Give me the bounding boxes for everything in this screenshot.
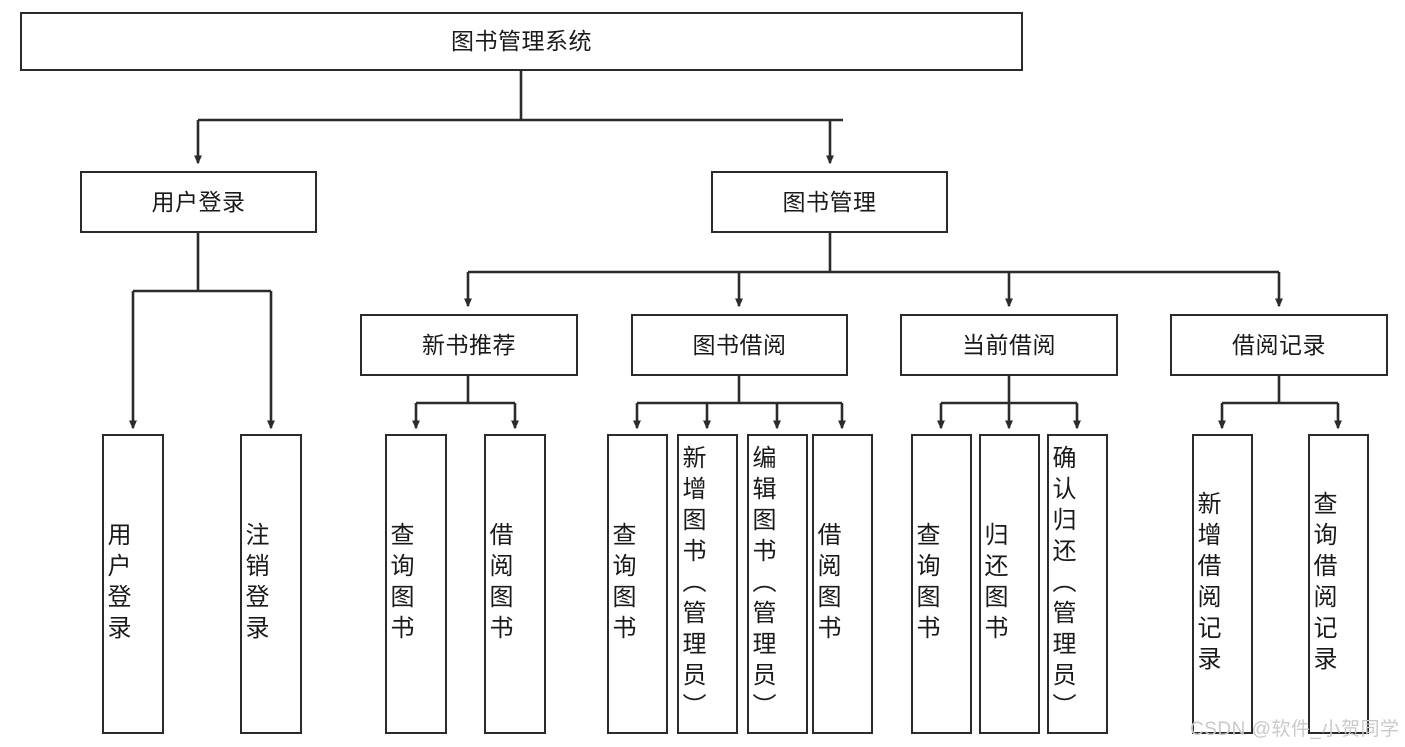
leaf-user-login-1-label: 用户登录 — [103, 522, 130, 646]
leaf-new-book-1-label: 查询图书 — [386, 522, 413, 646]
leaf-new-book-2[interactable]: 借阅图书 — [484, 434, 546, 734]
leaf-current-borrow-1-label: 查询图书 — [912, 522, 939, 646]
leaf-current-borrow-2-label: 归还图书 — [980, 522, 1007, 646]
leaf-borrow-record-1-label: 新增借阅记录 — [1193, 491, 1220, 677]
leaf-book-borrow-3-label: 编辑图书（管理员） — [748, 444, 775, 724]
node-current-borrow-label: 当前借阅 — [962, 331, 1056, 358]
node-root[interactable]: 图书管理系统 — [20, 12, 1023, 71]
node-new-book-recommend[interactable]: 新书推荐 — [360, 314, 578, 376]
leaf-user-login-1[interactable]: 用户登录 — [102, 434, 164, 734]
csdn-watermark-text: CSDN @软件_小贺同学 — [1190, 719, 1400, 740]
leaf-book-borrow-1-label: 查询图书 — [608, 522, 635, 646]
node-book-management-label: 图书管理 — [782, 188, 877, 215]
leaf-user-login-2-label: 注销登录 — [241, 522, 268, 646]
leaf-book-borrow-4-label: 借阅图书 — [813, 522, 840, 646]
leaf-current-borrow-3[interactable]: 确认归还（管理员） — [1047, 434, 1108, 734]
node-current-borrow[interactable]: 当前借阅 — [900, 314, 1118, 376]
node-book-borrow[interactable]: 图书借阅 — [631, 314, 848, 376]
leaf-borrow-record-2-label: 查询借阅记录 — [1309, 491, 1336, 677]
leaf-borrow-record-2[interactable]: 查询借阅记录 — [1308, 434, 1369, 734]
leaf-book-borrow-4[interactable]: 借阅图书 — [812, 434, 873, 734]
leaf-book-borrow-3[interactable]: 编辑图书（管理员） — [747, 434, 808, 734]
node-borrow-record-label: 借阅记录 — [1232, 331, 1326, 358]
leaf-new-book-1[interactable]: 查询图书 — [385, 434, 447, 734]
node-root-label: 图书管理系统 — [451, 28, 592, 55]
node-borrow-record[interactable]: 借阅记录 — [1170, 314, 1388, 376]
leaf-new-book-2-label: 借阅图书 — [485, 522, 512, 646]
leaf-book-borrow-2-label: 新增图书（管理员） — [678, 444, 705, 724]
csdn-watermark: CSDN @软件_小贺同学 — [1190, 714, 1399, 741]
leaf-current-borrow-3-label: 确认归还（管理员） — [1048, 444, 1075, 724]
leaf-borrow-record-1[interactable]: 新增借阅记录 — [1192, 434, 1253, 734]
leaf-book-borrow-1[interactable]: 查询图书 — [607, 434, 668, 734]
leaf-book-borrow-2[interactable]: 新增图书（管理员） — [677, 434, 738, 734]
node-user-login[interactable]: 用户登录 — [80, 171, 317, 233]
node-book-management[interactable]: 图书管理 — [711, 171, 948, 233]
node-user-login-label: 用户登录 — [151, 188, 246, 215]
leaf-user-login-2[interactable]: 注销登录 — [240, 434, 302, 734]
leaf-current-borrow-2[interactable]: 归还图书 — [979, 434, 1040, 734]
node-new-book-recommend-label: 新书推荐 — [422, 331, 516, 358]
node-book-borrow-label: 图书借阅 — [692, 331, 787, 358]
leaf-current-borrow-1[interactable]: 查询图书 — [911, 434, 972, 734]
